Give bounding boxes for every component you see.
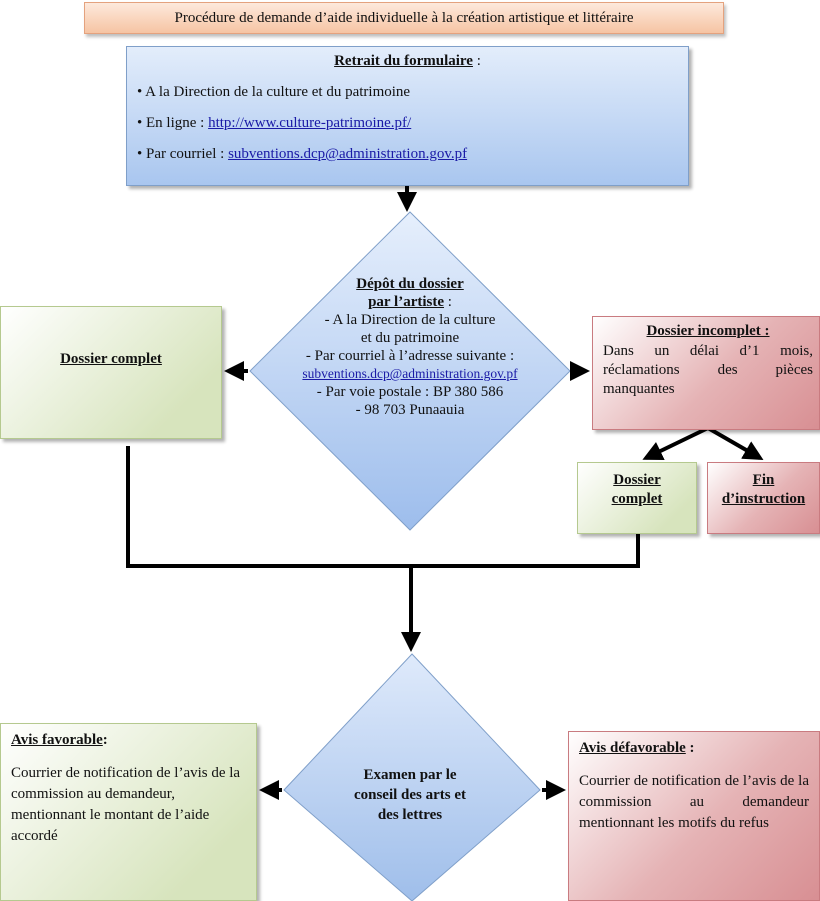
retrait-item-email: • Par courriel : subventions.dcp@adminis… bbox=[137, 146, 678, 163]
examen-line1: Examen par le bbox=[363, 767, 457, 783]
dossier-complet-small-box: Dossier complet bbox=[577, 462, 697, 534]
avis-defavorable-label: Avis défavorable bbox=[579, 740, 686, 756]
avis-favorable-body: Courrier de notification de l’avis de la… bbox=[11, 765, 241, 844]
fin-instruction-box: Fin d’instruction bbox=[707, 462, 820, 534]
examen-line2: conseil des arts et bbox=[353, 787, 467, 803]
dossier-incomplet-box: Dossier incomplet : Dans un délai d’1 mo… bbox=[592, 316, 820, 430]
fin-instruction-line1: Fin bbox=[752, 472, 775, 488]
depot-line-courriel: - Par courriel à l’adresse suivante : bbox=[305, 348, 515, 364]
small-complet-line2: complet bbox=[611, 491, 663, 507]
retrait-online-prefix: • En ligne : bbox=[137, 115, 209, 131]
avis-favorable-box: Avis favorable: Courrier de notification… bbox=[0, 723, 257, 901]
retrait-email-link[interactable]: subventions.dcp@administration.gov.pf bbox=[228, 146, 468, 162]
depot-dossier-text: Dépôt du dossier par l’artiste : - A la … bbox=[262, 275, 558, 419]
dossier-incomplet-heading: Dossier incomplet : bbox=[646, 323, 770, 339]
depot-line-punaauia: - 98 703 Punaauia bbox=[355, 402, 465, 418]
depot-heading-line2: par l’artiste bbox=[368, 294, 445, 310]
avis-favorable-suffix: : bbox=[102, 732, 108, 748]
dossier-complet-label: Dossier complet bbox=[60, 351, 162, 367]
fin-instruction-line2: d’instruction bbox=[721, 491, 806, 507]
arrow-incomplet-to-complet bbox=[642, 426, 709, 461]
depot-line-direction: - A la Direction de la culture bbox=[324, 312, 496, 328]
arrow-incomplet-to-fin bbox=[707, 426, 764, 460]
small-complet-line1: Dossier bbox=[613, 472, 661, 488]
connectors bbox=[126, 186, 764, 800]
depot-heading-suffix: : bbox=[444, 294, 452, 310]
retrait-formulaire-box: Retrait du formulaire : • A la Direction… bbox=[126, 46, 689, 186]
merge-line bbox=[126, 446, 640, 568]
depot-diamond bbox=[249, 211, 571, 531]
examen-diamond bbox=[283, 653, 541, 901]
retrait-item-online: • En ligne : http://www.culture-patrimoi… bbox=[137, 115, 678, 132]
dossier-incomplet-body: Dans un délai d’1 mois, réclamations des… bbox=[603, 343, 813, 397]
depot-line-postale: - Par voie postale : BP 380 586 bbox=[316, 384, 504, 400]
procedure-title: Procédure de demande d’aide individuelle… bbox=[84, 2, 724, 34]
avis-defavorable-suffix: : bbox=[685, 740, 695, 756]
depot-line-patrimoine: et du patrimoine bbox=[360, 330, 460, 346]
retrait-item-direction: • A la Direction de la culture et du pat… bbox=[137, 84, 411, 100]
avis-defavorable-heading: Avis défavorable : bbox=[579, 740, 809, 757]
avis-defavorable-box: Avis défavorable : Courrier de notificat… bbox=[568, 731, 820, 901]
retrait-heading-label: Retrait du formulaire bbox=[334, 53, 473, 69]
dossier-complet-box: Dossier complet bbox=[0, 306, 222, 439]
avis-defavorable-body: Courrier de notification de l’avis de la… bbox=[579, 773, 809, 831]
depot-heading-line2-wrap: par l’artiste : bbox=[262, 293, 558, 311]
examen-line3: des lettres bbox=[377, 807, 443, 823]
avis-favorable-heading: Avis favorable: bbox=[11, 732, 246, 749]
retrait-heading: Retrait du formulaire : bbox=[137, 53, 678, 70]
retrait-email-prefix: • Par courriel : bbox=[137, 146, 229, 162]
culture-website-link[interactable]: http://www.culture-patrimoine.pf/ bbox=[208, 115, 412, 131]
depot-heading-line1: Dépôt du dossier bbox=[356, 276, 464, 292]
examen-text: Examen par le conseil des arts et des le… bbox=[325, 765, 495, 825]
retrait-heading-suffix: : bbox=[472, 53, 481, 69]
avis-favorable-label: Avis favorable bbox=[11, 732, 103, 748]
depot-email-link[interactable]: subventions.dcp@administration.gov.pf bbox=[302, 366, 518, 381]
